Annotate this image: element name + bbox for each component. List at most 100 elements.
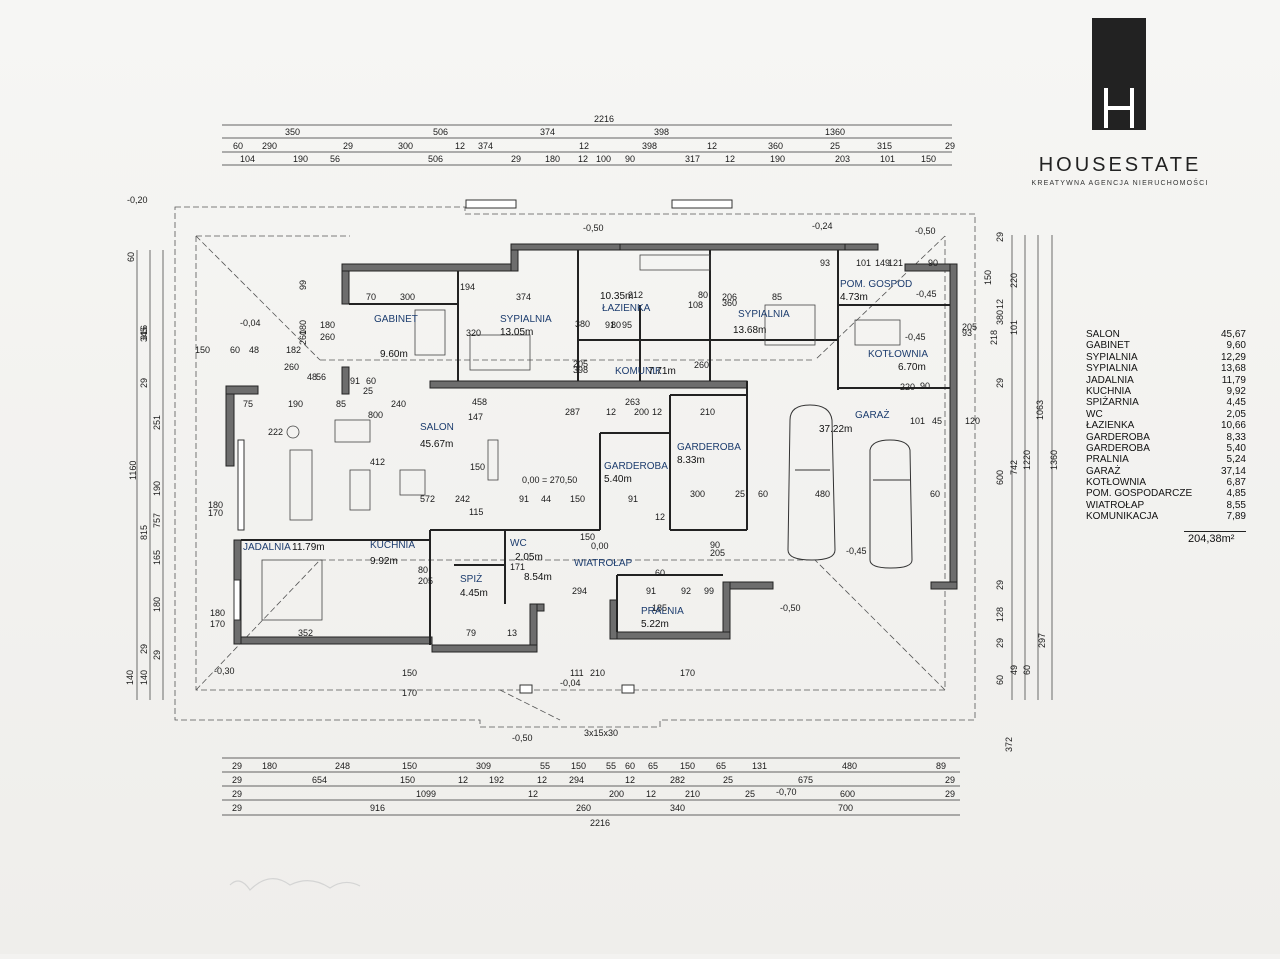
dim-bottom-label: 150: [400, 775, 415, 785]
dim-right-label: 150: [983, 270, 993, 285]
dim-top-label: 1360: [825, 127, 845, 137]
dim-left-label: 29: [139, 644, 149, 654]
dim-interior-label: 320: [466, 328, 481, 338]
level-m004-a: -0,04: [240, 318, 261, 328]
dim-bottom-label: 700: [838, 803, 853, 813]
area-table-room: PRALNIA: [1086, 454, 1129, 466]
dim-interior-label: 360: [722, 298, 737, 308]
room-label-pralnia: PRALNIA: [641, 606, 684, 617]
dim-interior-label: 300: [690, 489, 705, 499]
area-table-room: JADALNIA: [1086, 374, 1134, 386]
dim-right-label: 29: [995, 378, 1005, 388]
dim-interior-label: 412: [370, 457, 385, 467]
garage-cars: [787, 404, 913, 569]
dim-left-label: 815: [139, 525, 149, 540]
dim-bottom-label: 248: [335, 761, 350, 771]
room-label-sypialnia1: SYPIALNIA: [500, 314, 552, 325]
area-table-room: GABINET: [1086, 340, 1130, 352]
area-table-room: KOTŁOWNIA: [1086, 477, 1147, 489]
dim-interior-label: 194: [460, 282, 475, 292]
room-area-garderoba2: 8.33m: [677, 455, 705, 466]
room-area-pralnia: 5.22m: [641, 619, 669, 630]
dim-left-label: 180: [152, 597, 162, 612]
level-m020: -0,20: [127, 195, 148, 205]
dim-interior-label: 108: [688, 300, 703, 310]
room-label-kotlownia: KOTŁOWNIA: [868, 349, 928, 360]
dim-interior-label: 12: [606, 407, 616, 417]
level-m030: -0,30: [214, 666, 235, 676]
dim-interior-label: 190: [288, 399, 303, 409]
dim-top-label: 190: [293, 154, 308, 164]
handwriting-mark: [229, 878, 361, 891]
level-m045-b: -0,45: [905, 332, 926, 342]
dim-top-label: 12: [455, 141, 465, 151]
area-table-row: GARAŻ 37,14: [1086, 466, 1246, 477]
area-table-value: 37,14: [1220, 465, 1246, 477]
room-area-spiz: 4.45m: [460, 588, 488, 599]
dim-top-label: 100: [596, 154, 611, 164]
car-right: [869, 439, 913, 569]
dim-interior-label: 60: [930, 489, 940, 499]
dim-interior-label: 101: [910, 416, 925, 426]
area-table-value: 5,24: [1226, 454, 1246, 466]
dim-bottom-label: 654: [312, 775, 327, 785]
level-m050-a: -0,50: [583, 223, 604, 233]
dimension-lines: [136, 124, 1053, 816]
dim-top-label: 398: [654, 127, 669, 137]
area-table-value: 11,79: [1221, 374, 1246, 386]
room-label-komunik: KOMUNIK: [615, 366, 662, 377]
dim-bottom-label: 282: [670, 775, 685, 785]
dim-interior-label: 180: [208, 500, 223, 510]
dim-top-label: 90: [625, 154, 635, 164]
dim-interior-label: 80: [418, 565, 428, 575]
dim-top-label: 29: [945, 141, 955, 151]
dim-interior-label: 80: [698, 290, 708, 300]
dim-interior-label: 263: [625, 397, 640, 407]
dim-interior-label: 60: [655, 568, 665, 578]
dim-bottom-label: 12: [528, 789, 538, 799]
dim-interior-label: 170: [402, 688, 417, 698]
dim-interior-label: 90: [920, 381, 930, 391]
dim-interior-label: 70: [366, 292, 376, 302]
dim-interior-label: 458: [472, 397, 487, 407]
level-m024: -0,24: [812, 221, 833, 231]
dim-interior-label: 85: [772, 292, 782, 302]
room-area-salon: 45.67m: [420, 439, 453, 450]
dim-interior-label: 260: [320, 332, 335, 342]
dim-top-label: 506: [433, 127, 448, 137]
dim-right-label: 297: [1037, 633, 1047, 648]
stairs-spec: 3x15x30: [584, 728, 618, 738]
area-table-room: GARAŻ: [1086, 465, 1121, 477]
area-total-divider: [1184, 531, 1246, 532]
dim-interior-label: 240: [391, 399, 406, 409]
area-table-value: 4,85: [1226, 488, 1246, 500]
dim-interior-label: 90: [928, 258, 938, 268]
level-000: 0,00: [591, 541, 609, 551]
dim-bottom-label: 12: [537, 775, 547, 785]
dim-bottom-label: 916: [370, 803, 385, 813]
dim-top-label: 12: [579, 141, 589, 151]
room-area-kuchnia: 9.92m: [370, 556, 398, 567]
room-label-pom_gospod: POM. GOSPOD: [840, 279, 912, 290]
dim-bottom-label: 675: [798, 775, 813, 785]
dim-interior-label: 79: [466, 628, 476, 638]
dim-right-label: 600: [995, 470, 1005, 485]
room-area-komunik: 7.71m: [648, 366, 676, 377]
dim-bottom-label: 89: [936, 761, 946, 771]
room-area-wiatrolap: 8.54m: [524, 572, 552, 583]
dim-bottom-label: 180: [262, 761, 277, 771]
dim-interior-label: 91: [646, 586, 656, 596]
dim-bottom-label: 480: [842, 761, 857, 771]
dim-interior-label: 380: [575, 319, 590, 329]
dim-bottom-label: 600: [840, 789, 855, 799]
dim-top-label: 60: [233, 141, 243, 151]
dim-bottom-label: 131: [752, 761, 767, 771]
dim-interior-label: 91: [519, 494, 529, 504]
area-table-room: SPIŻARNIA: [1086, 397, 1139, 409]
